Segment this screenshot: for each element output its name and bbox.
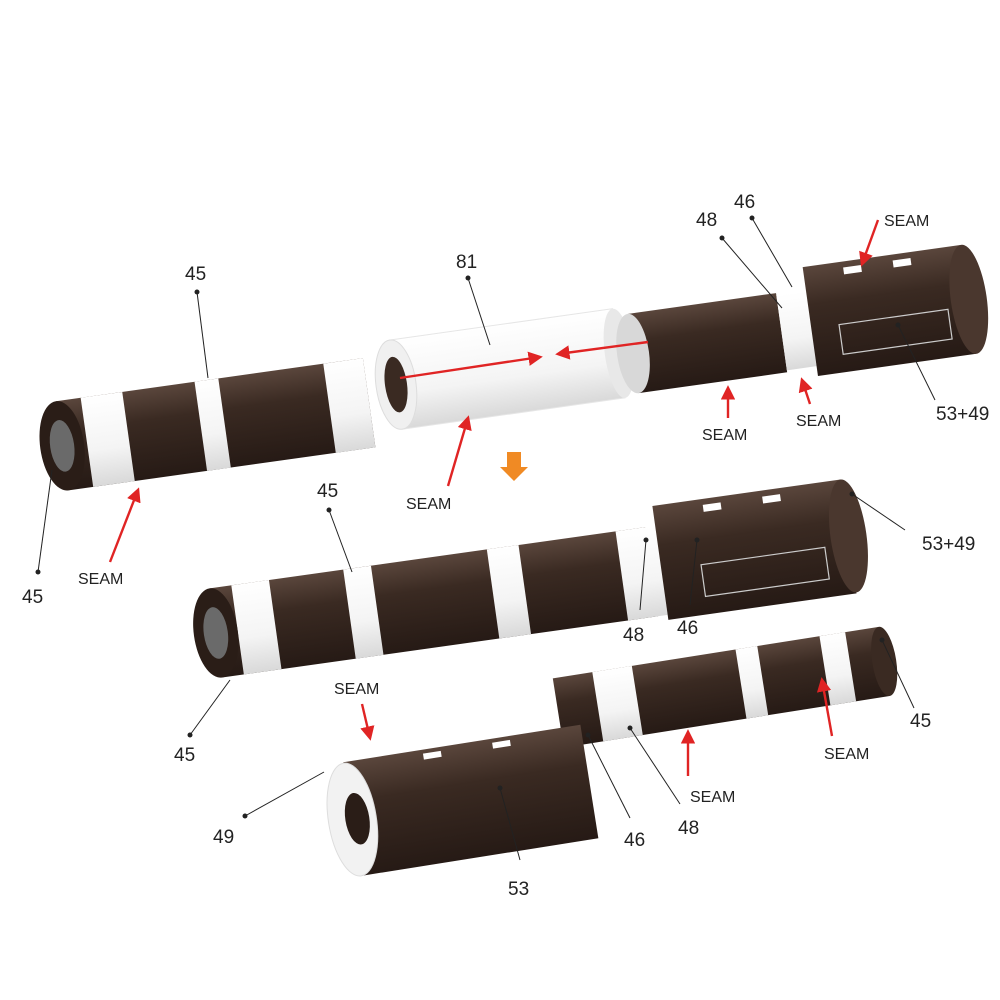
- seam-label-left: SEAM: [78, 571, 123, 588]
- label-45-row2: 45: [317, 481, 338, 502]
- leader-lines: [35, 215, 936, 861]
- coupler-81: [374, 308, 635, 430]
- seam-label-mid-2: SEAM: [796, 413, 841, 430]
- row-1-exploded: [39, 244, 989, 491]
- seam-label-row3-mid: SEAM: [690, 789, 735, 806]
- label-48-row2: 48: [623, 625, 644, 646]
- seam-label-row3-left: SEAM: [334, 681, 379, 698]
- seam-label-row3-right: SEAM: [824, 746, 869, 763]
- label-45-row3: 45: [910, 711, 931, 732]
- label-45-row2-left: 45: [174, 745, 195, 766]
- right-tube-row1: [616, 244, 989, 394]
- labels: 45 45 SEAM 81 SEAM 48 46 SEAM SEAM SEAM …: [22, 192, 989, 900]
- seam-label-mid-1: SEAM: [702, 427, 747, 444]
- label-46-row3: 46: [624, 830, 645, 851]
- seam-arrows: [108, 219, 880, 776]
- label-48-top: 48: [696, 210, 717, 231]
- label-46-top: 46: [734, 192, 755, 213]
- seam-label-top-right: SEAM: [884, 213, 929, 230]
- label-53-49-top: 53+49: [936, 404, 989, 425]
- label-53-49-row2: 53+49: [922, 534, 975, 555]
- left-tube-row1: [39, 358, 376, 491]
- row-3-final: [326, 626, 898, 877]
- label-45-left: 45: [22, 587, 43, 608]
- step-arrow-icon: [500, 452, 528, 481]
- label-53: 53: [508, 879, 529, 900]
- label-49: 49: [213, 827, 234, 848]
- seam-label-coupler: SEAM: [406, 496, 451, 513]
- label-46-row2: 46: [677, 618, 698, 639]
- label-81: 81: [456, 252, 477, 273]
- label-48-row3: 48: [678, 818, 699, 839]
- label-45-top: 45: [185, 264, 206, 285]
- row-2-joined: [193, 479, 868, 678]
